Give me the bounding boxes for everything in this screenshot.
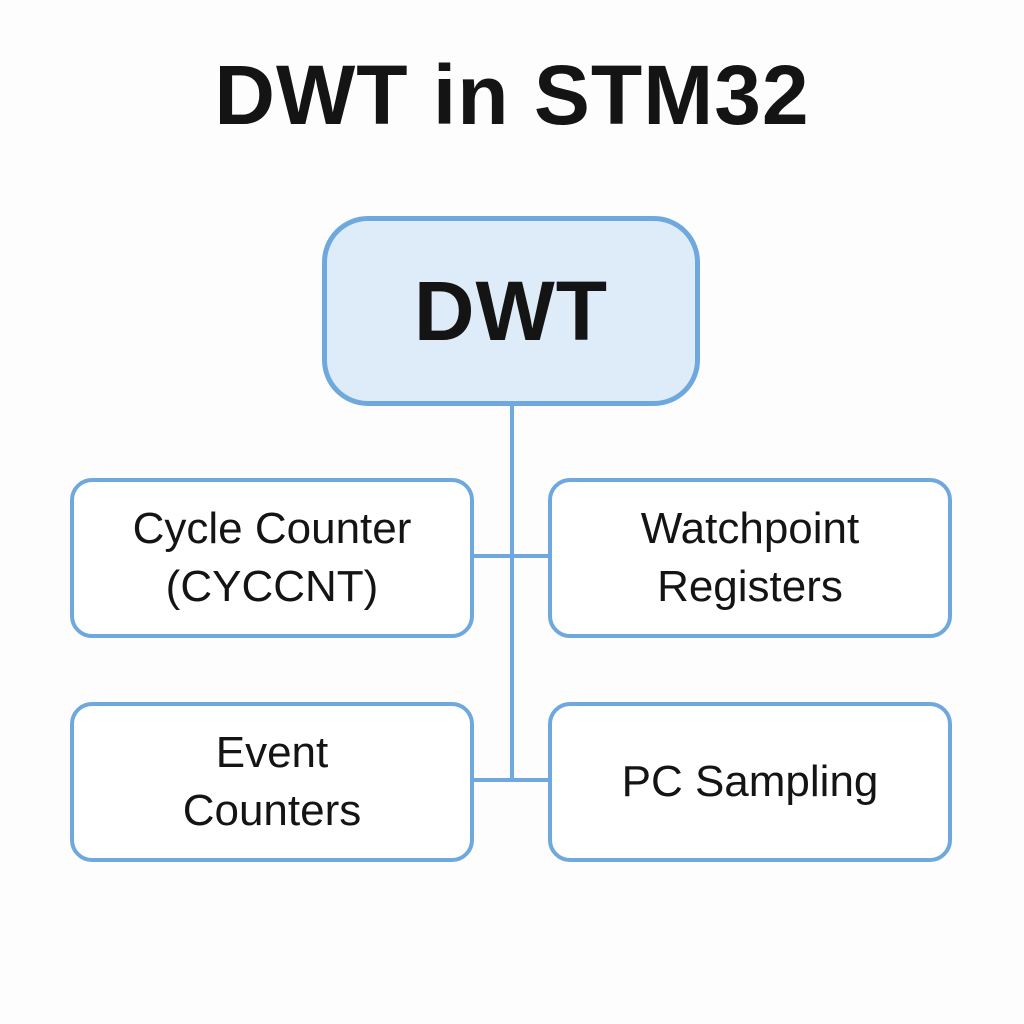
node-label: Event Counters	[182, 728, 362, 835]
diagram-title: DWT in STM32	[214, 48, 810, 142]
root-node-dwt: DWT	[322, 216, 700, 406]
node-cycle-counter: Cycle Counter (CYCCNT)	[70, 478, 474, 638]
node-event-counters: Event Counters	[70, 702, 474, 862]
node-pc-sampling: PC Sampling	[548, 702, 952, 862]
node-label: PC Sampling	[621, 757, 879, 806]
node-watchpoint-registers: Watchpoint Registers	[548, 478, 952, 638]
node-label: Cycle Counter (CYCCNT)	[132, 504, 412, 611]
root-node-label: DWT	[413, 263, 609, 358]
node-label: Watchpoint Registers	[640, 504, 860, 611]
